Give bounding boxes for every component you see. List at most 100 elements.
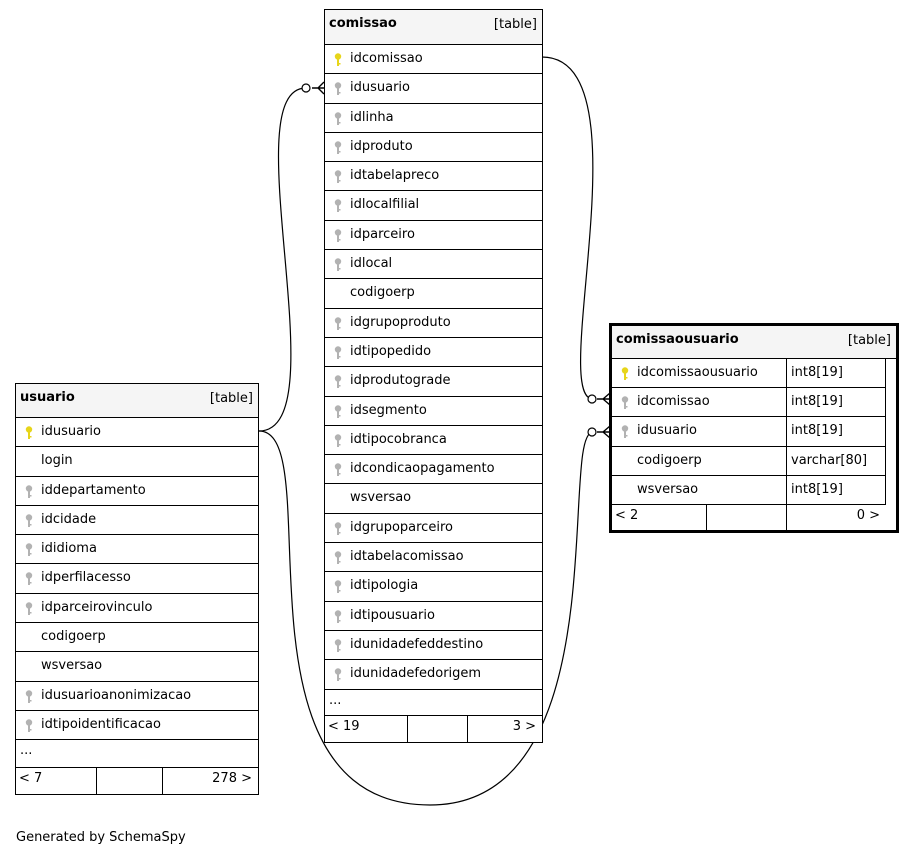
foreign-key-icon — [24, 602, 34, 616]
more-columns[interactable]: ... — [16, 740, 258, 769]
column-type: varchar[80] — [786, 446, 885, 475]
foreign-key-icon — [333, 522, 343, 536]
column-row[interactable]: codigoerp — [325, 279, 542, 309]
foreign-key-icon — [333, 316, 343, 331]
column-row[interactable]: idtipousuario — [325, 602, 542, 631]
column-name: idunidadefedorigem — [350, 666, 482, 682]
column-row[interactable]: wsversao — [325, 484, 542, 514]
column-name: idparceiro — [350, 226, 415, 242]
column-name: idlocal — [350, 256, 393, 272]
table-usuario[interactable]: usuario [table] idusuario login iddepartam… — [15, 383, 259, 796]
column-row[interactable]: idgrupoparceiro — [325, 514, 542, 544]
column-row[interactable]: wsversao int8[19] — [612, 475, 885, 505]
column-name: idgrupoproduto — [350, 314, 451, 330]
column-row[interactable]: idunidadefedorigem — [325, 660, 542, 690]
column-type: int8[19] — [786, 475, 885, 504]
column-name: idcomissao — [350, 51, 423, 66]
column-row[interactable]: idunidadefeddestino — [325, 631, 542, 661]
parent-count[interactable]: < 19 — [328, 718, 360, 734]
column-row[interactable]: idlocalfilial — [325, 191, 542, 221]
column-name: idusuario — [41, 424, 101, 439]
table-header[interactable]: comissao [table] — [325, 10, 542, 45]
column-row[interactable]: idtipologia — [325, 572, 542, 602]
column-row[interactable]: idusuario int8[19] — [612, 417, 885, 447]
column-name: idtipocobranca — [350, 431, 447, 447]
foreign-key-icon — [333, 141, 343, 155]
table-type: [table] — [493, 17, 537, 32]
column-row[interactable]: codigoerp — [16, 623, 258, 653]
foreign-key-icon — [333, 375, 343, 389]
column-row[interactable]: idusuarioanonimizacao — [16, 682, 258, 711]
foreign-key-icon — [333, 551, 343, 565]
column-name: idcidade — [41, 511, 97, 527]
column-name: login — [41, 453, 73, 469]
column-row[interactable]: idgrupoproduto — [325, 309, 542, 338]
column-row[interactable]: idparceiro — [325, 221, 542, 251]
column-name: codigoerp — [41, 629, 106, 645]
child-count[interactable]: 278 > — [212, 771, 252, 787]
column-row[interactable]: idcomissao — [325, 45, 542, 75]
column-row[interactable]: idprodutograde — [325, 367, 542, 397]
column-name: idusuario — [350, 80, 410, 96]
parent-count[interactable]: < 7 — [19, 771, 43, 787]
more-columns[interactable]: ... — [325, 690, 542, 716]
foreign-key-icon — [333, 170, 343, 184]
child-count[interactable]: 0 > — [856, 507, 880, 523]
column-name: idlocalfilial — [350, 197, 420, 213]
more-indicator: ... — [20, 743, 33, 759]
column-row[interactable]: idcidade — [16, 506, 258, 536]
column-row[interactable]: idparceirovinculo — [16, 594, 258, 624]
table-header[interactable]: comissaousuario [table] — [612, 326, 896, 359]
column-row[interactable]: idlocal — [325, 250, 542, 280]
column-name: idgrupoparceiro — [350, 519, 453, 535]
column-row[interactable]: idperfilacesso — [16, 564, 258, 594]
optional-marker — [301, 83, 311, 93]
column-type: int8[19] — [786, 417, 885, 446]
table-comissaousuario[interactable]: comissaousuario [table] idcomissaousuari… — [609, 323, 899, 533]
table-footer: < 2 0 > — [612, 504, 886, 530]
column-row[interactable]: idtipoidentificacao — [16, 711, 258, 741]
column-row[interactable]: idcondicaopagamento — [325, 455, 542, 485]
foreign-key-icon — [333, 404, 343, 419]
column-row[interactable]: idproduto — [325, 133, 542, 163]
column-row[interactable]: idtipopedido — [325, 338, 542, 368]
column-row[interactable]: idtipocobranca — [325, 426, 542, 456]
column-row[interactable]: idtabelapreco — [325, 162, 542, 192]
column-name: idusuario — [637, 423, 697, 439]
table-comissao[interactable]: comissao [table] idcomissao idusuario idli… — [324, 9, 543, 743]
table-header[interactable]: usuario [table] — [16, 384, 258, 418]
column-name: codigoerp — [637, 452, 702, 468]
column-name: idtipopedido — [350, 343, 432, 359]
edge-usuario-comissaousuario — [258, 430, 594, 806]
column-name: idunidadefeddestino — [350, 636, 484, 652]
parent-count[interactable]: < 2 — [615, 507, 639, 523]
foreign-key-icon — [333, 434, 343, 448]
column-row[interactable]: ididioma — [16, 535, 258, 565]
column-name: idcondicaopagamento — [350, 461, 495, 477]
foreign-key-icon — [24, 719, 34, 733]
foreign-key-icon — [620, 425, 630, 439]
table-name: usuario — [20, 390, 75, 405]
foreign-key-icon — [24, 514, 34, 528]
table-type: [table] — [209, 391, 253, 406]
foreign-key-icon — [333, 258, 343, 272]
column-name: wsversao — [637, 481, 699, 497]
column-row[interactable]: idlinha — [325, 104, 542, 133]
column-row[interactable]: login — [16, 447, 258, 477]
column-row[interactable]: iddepartamento — [16, 477, 258, 506]
column-row[interactable]: idsegmento — [325, 397, 542, 426]
column-row[interactable]: idtabelacomissao — [325, 543, 542, 573]
column-row[interactable]: codigoerp varchar[80] — [612, 446, 885, 476]
child-count[interactable]: 3 > — [512, 718, 536, 734]
generated-by-label: Generated by SchemaSpy — [16, 830, 186, 845]
column-row[interactable]: idusuario — [325, 74, 542, 104]
optional-marker — [587, 427, 597, 437]
table-footer: < 19 3 > — [325, 715, 542, 742]
column-name: idcomissao — [637, 394, 710, 410]
column-row[interactable]: wsversao — [16, 652, 258, 682]
column-row[interactable]: idusuario — [16, 418, 258, 448]
column-name: idlinha — [350, 109, 394, 125]
